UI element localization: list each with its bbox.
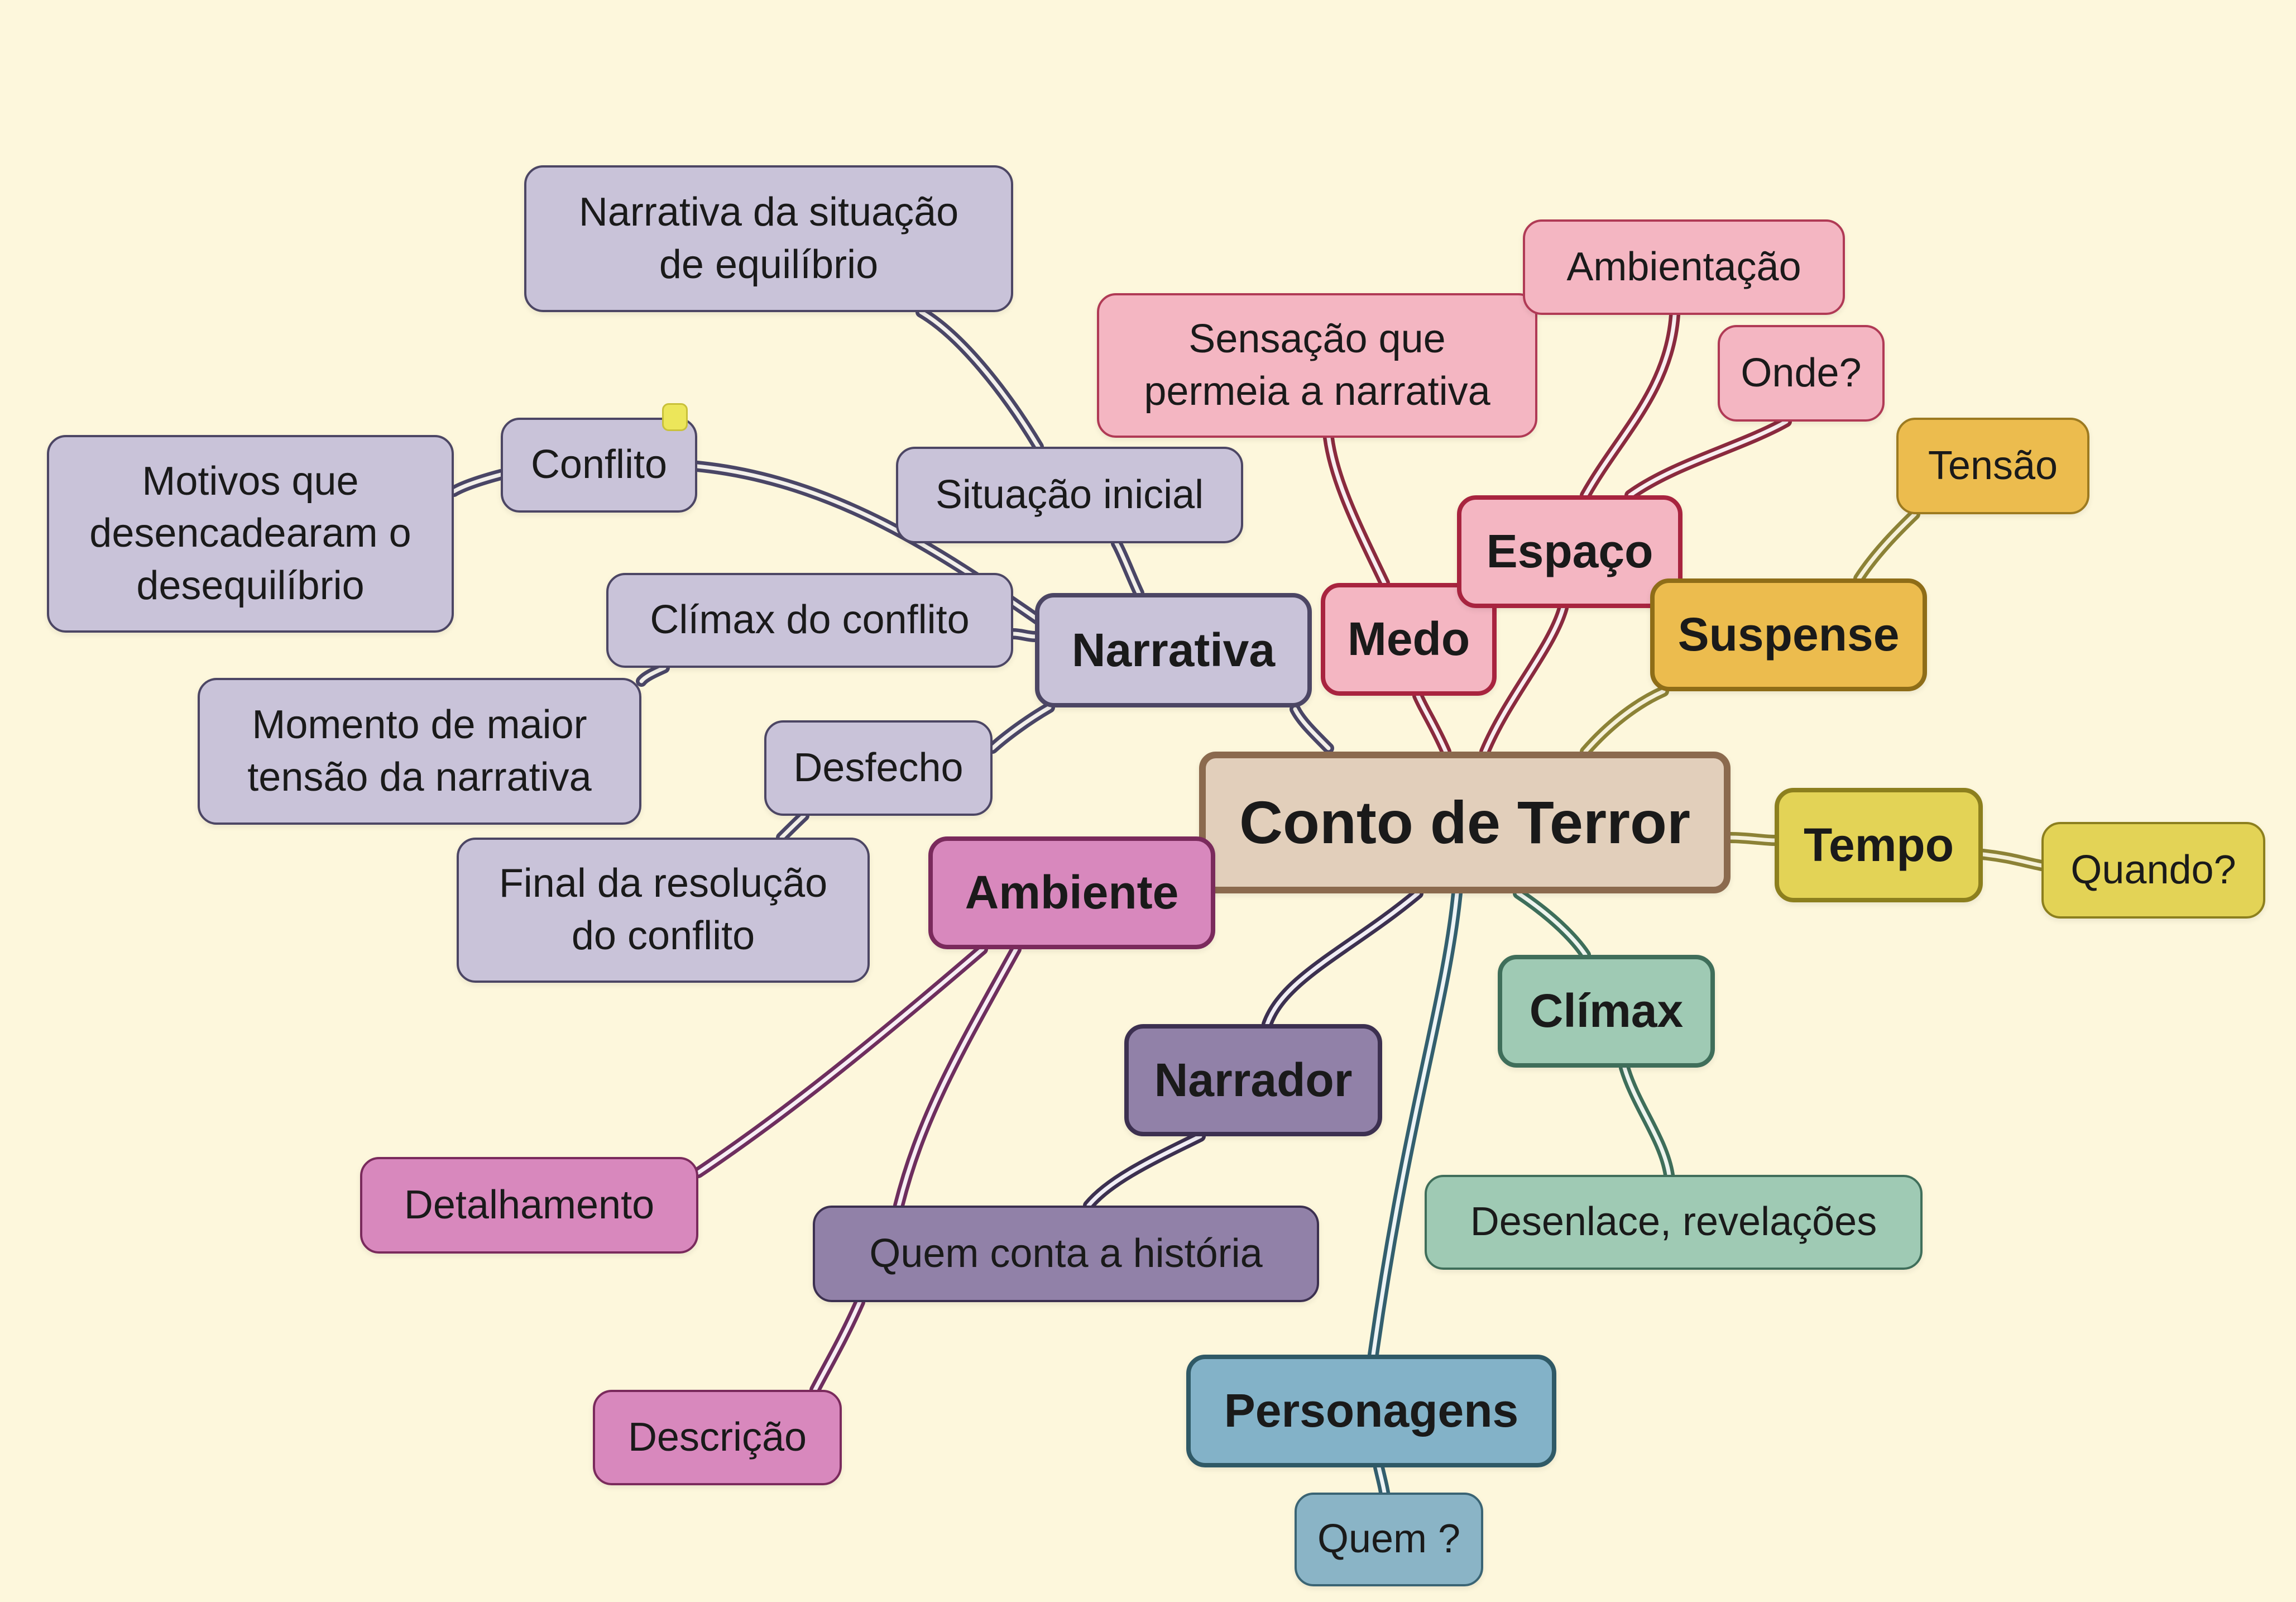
node-label: Ambiente [965,866,1179,919]
node-climax[interactable]: Clímax [1498,955,1715,1068]
node-quem-conta[interactable]: Quem conta a história [813,1206,1319,1302]
node-ambientacao[interactable]: Ambientação [1523,219,1845,315]
node-label: Onde? [1741,350,1862,395]
node-narrativa[interactable]: Narrativa [1035,593,1312,707]
node-label: Desfecho [793,745,964,790]
node-label: Situação inicial [935,472,1204,517]
node-quem[interactable]: Quem ? [1295,1493,1483,1586]
node-label: Espaço [1486,525,1653,578]
node-narrador[interactable]: Narrador [1124,1024,1382,1136]
node-label: Narrativa da situação de equilíbrio [578,189,959,287]
node-label: Momento de maior tensão da narrativa [247,702,592,800]
node-sensacao[interactable]: Sensação que permeia a narrativa [1097,293,1537,438]
node-ambiente[interactable]: Ambiente [928,836,1215,949]
node-label: Quando? [2070,847,2236,892]
node-label: Tempo [1803,818,1954,871]
node-label: Quem ? [1317,1517,1461,1562]
node-momento-tensao[interactable]: Momento de maior tensão da narrativa [198,678,641,825]
node-situacao-inicial[interactable]: Situação inicial [896,447,1243,543]
node-label: Desenlace, revelações [1470,1199,1877,1245]
root-title: Conto de Terror [1239,788,1690,856]
node-label: Narrador [1154,1053,1353,1106]
node-motivos[interactable]: Motivos que desencadearam o desequilíbri… [47,435,454,633]
node-onde[interactable]: Onde? [1718,325,1885,422]
node-suspense[interactable]: Suspense [1650,578,1927,691]
node-label: Conflito [530,442,668,487]
node-conflito[interactable]: Conflito [501,418,697,513]
node-label: Quem conta a história [869,1231,1263,1276]
node-label: Sensação que permeia a narrativa [1144,316,1490,414]
node-label: Descrição [627,1414,807,1460]
node-label: Clímax do conflito [650,597,970,643]
node-climax-conflito[interactable]: Clímax do conflito [606,573,1013,668]
node-detalhamento[interactable]: Detalhamento [360,1157,698,1254]
node-label: Narrativa [1071,623,1276,676]
node-desfecho[interactable]: Desfecho [764,720,993,816]
node-label: Suspense [1677,608,1900,661]
node-final-resolucao[interactable]: Final da resolução do conflito [457,838,870,983]
node-root-conto-de-terror[interactable]: Conto de Terror [1199,752,1731,893]
note-marker-icon[interactable] [662,403,688,431]
node-label: Tensão [1928,443,2058,488]
node-personagens[interactable]: Personagens [1186,1355,1556,1467]
node-label: Ambientação [1566,244,1801,289]
node-label: Medo [1347,613,1470,666]
node-quando[interactable]: Quando? [2041,822,2265,919]
node-label: Detalhamento [404,1182,655,1227]
node-label: Motivos que desencadearam o desequilíbri… [89,458,411,608]
node-desenlace[interactable]: Desenlace, revelações [1425,1175,1923,1270]
node-label: Personagens [1224,1384,1519,1437]
node-tempo[interactable]: Tempo [1775,788,1983,902]
node-narrativa-equilibrio[interactable]: Narrativa da situação de equilíbrio [524,165,1013,312]
node-espaco[interactable]: Espaço [1457,495,1683,608]
node-tensao[interactable]: Tensão [1896,418,2089,514]
node-descricao[interactable]: Descrição [593,1390,842,1485]
node-label: Final da resolução do conflito [498,861,828,958]
node-label: Clímax [1529,984,1684,1037]
